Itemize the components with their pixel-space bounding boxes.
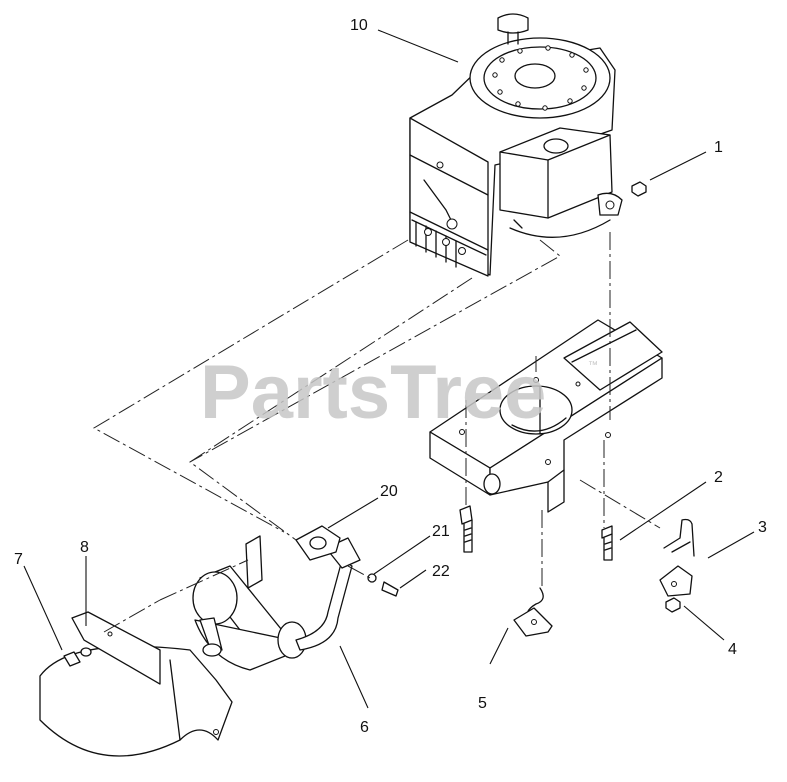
muffler [192, 535, 361, 671]
callout-10: 10 [350, 17, 368, 34]
callout-20: 20 [380, 483, 398, 500]
leader-lines [23, 29, 755, 709]
watermark: PartsTree ™ [200, 350, 598, 435]
bracket-part-3 [659, 518, 695, 613]
spring-hook-part-5 [513, 587, 553, 637]
callout-4: 4 [728, 641, 737, 658]
callout-8: 8 [80, 539, 89, 556]
nut-part-1 [631, 181, 647, 197]
callout-6: 6 [360, 719, 369, 736]
watermark-trademark: ™ [588, 360, 598, 371]
screw-part-22 [367, 573, 399, 597]
assembly-lines [92, 232, 661, 633]
callout-7: 7 [14, 551, 23, 568]
callout-21: 21 [432, 523, 450, 540]
callout-5: 5 [478, 695, 487, 712]
heat-shield [39, 611, 233, 757]
callout-1: 1 [714, 139, 723, 156]
gasket-part-20 [295, 525, 341, 561]
callout-22: 22 [432, 563, 450, 580]
engine [409, 13, 623, 277]
callout-labels: 10 1 2 3 4 5 6 7 8 20 21 22 [14, 17, 767, 736]
bolt-left [459, 505, 473, 553]
callout-2: 2 [714, 469, 723, 486]
bolt-right [601, 525, 613, 561]
watermark-text: PartsTree [200, 350, 546, 435]
mounting-plate [429, 319, 663, 513]
callout-3: 3 [758, 519, 767, 536]
